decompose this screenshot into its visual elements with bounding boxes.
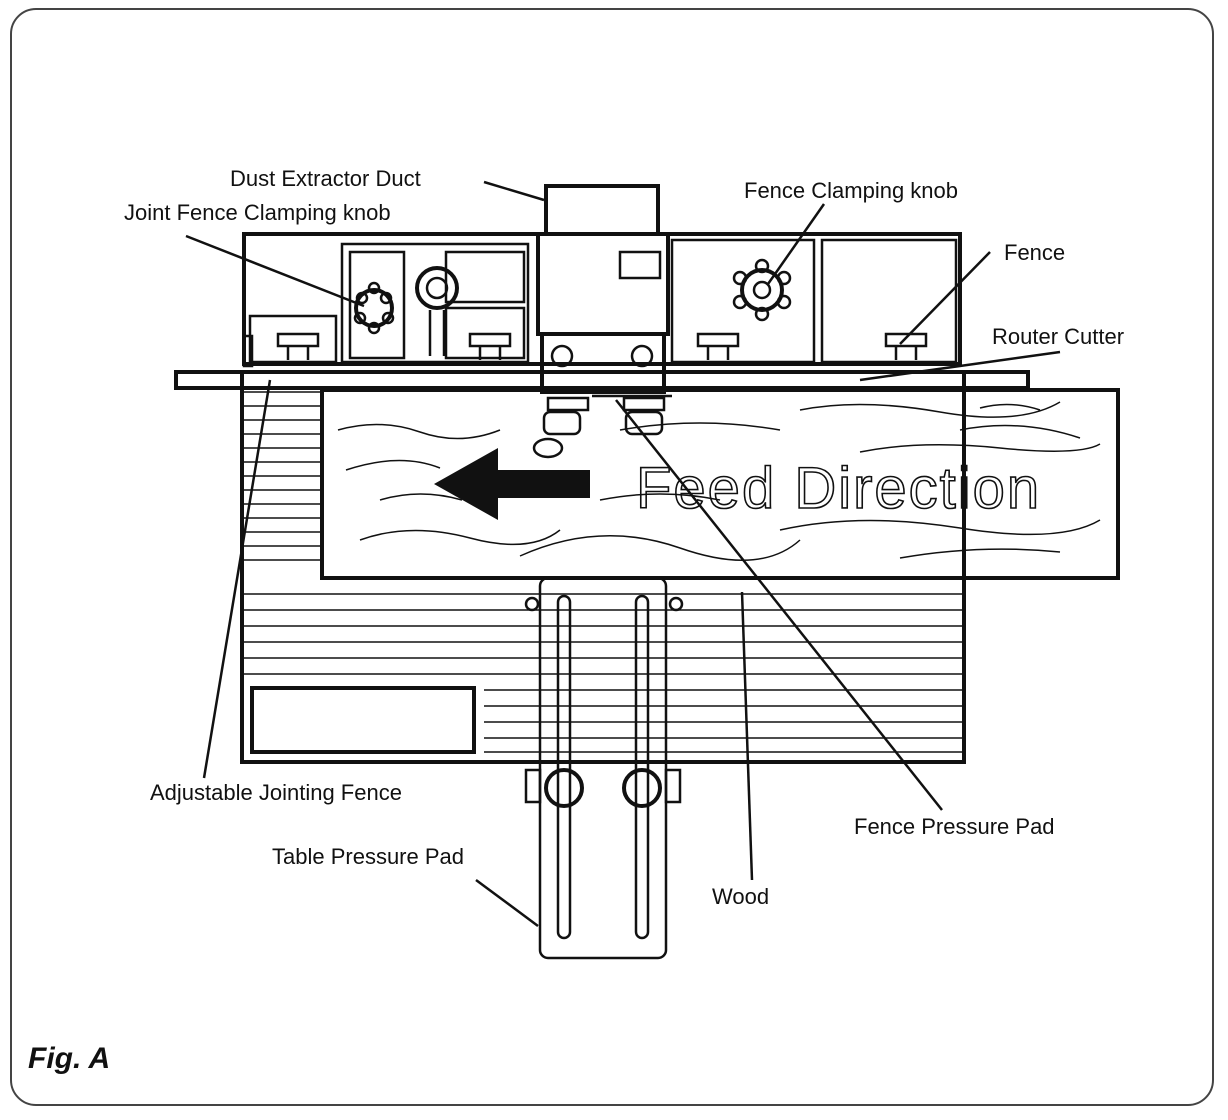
center-clamping-knob — [415, 266, 459, 356]
wood-workpiece — [320, 388, 1120, 580]
label-adjustable-jointing-fence: Adjustable Jointing Fence — [150, 780, 402, 805]
leader-joint-fence-knob — [185, 234, 365, 308]
feed-arrow-icon — [434, 448, 590, 520]
fence-clamping-knob — [732, 258, 792, 322]
label-joint-fence-clamping-knob: Joint Fence Clamping knob — [124, 200, 391, 225]
table-slats — [244, 391, 962, 753]
leader-fence-pressure-pad — [615, 399, 943, 811]
joint-fence-clamping-knob — [353, 281, 395, 335]
feed-direction-text: Feed Direction — [636, 456, 1041, 521]
router-table — [240, 370, 966, 764]
label-wood: Wood — [712, 884, 769, 909]
label-router-cutter: Router Cutter — [992, 324, 1124, 349]
leader-adjustable-jointing-fence — [202, 379, 272, 779]
dust-extractor-duct — [532, 184, 670, 459]
table-pressure-pad — [524, 576, 684, 960]
table-insert-plate — [250, 686, 476, 754]
fence-pressure-pad-left — [542, 410, 582, 436]
label-dust-extractor-duct: Dust Extractor Duct — [230, 166, 421, 191]
label-table-pressure-pad: Table Pressure Pad — [272, 844, 464, 869]
figure-caption: Fig. A — [28, 1042, 111, 1075]
label-fence-clamping-knob: Fence Clamping knob — [744, 178, 958, 203]
leader-fence-clamping-knob — [766, 203, 826, 285]
leader-fence — [899, 251, 991, 345]
figure-frame — [10, 8, 1214, 1106]
fence-assembly — [242, 232, 962, 366]
label-fence: Fence — [1004, 240, 1065, 265]
leader-wood — [740, 591, 754, 881]
fence-pressure-pad-right — [624, 410, 664, 436]
leader-router-cutter — [859, 350, 1061, 382]
leader-dust-extractor-duct — [483, 180, 545, 202]
leader-table-pressure-pad — [475, 878, 539, 928]
label-fence-pressure-pad: Fence Pressure Pad — [854, 814, 1055, 839]
